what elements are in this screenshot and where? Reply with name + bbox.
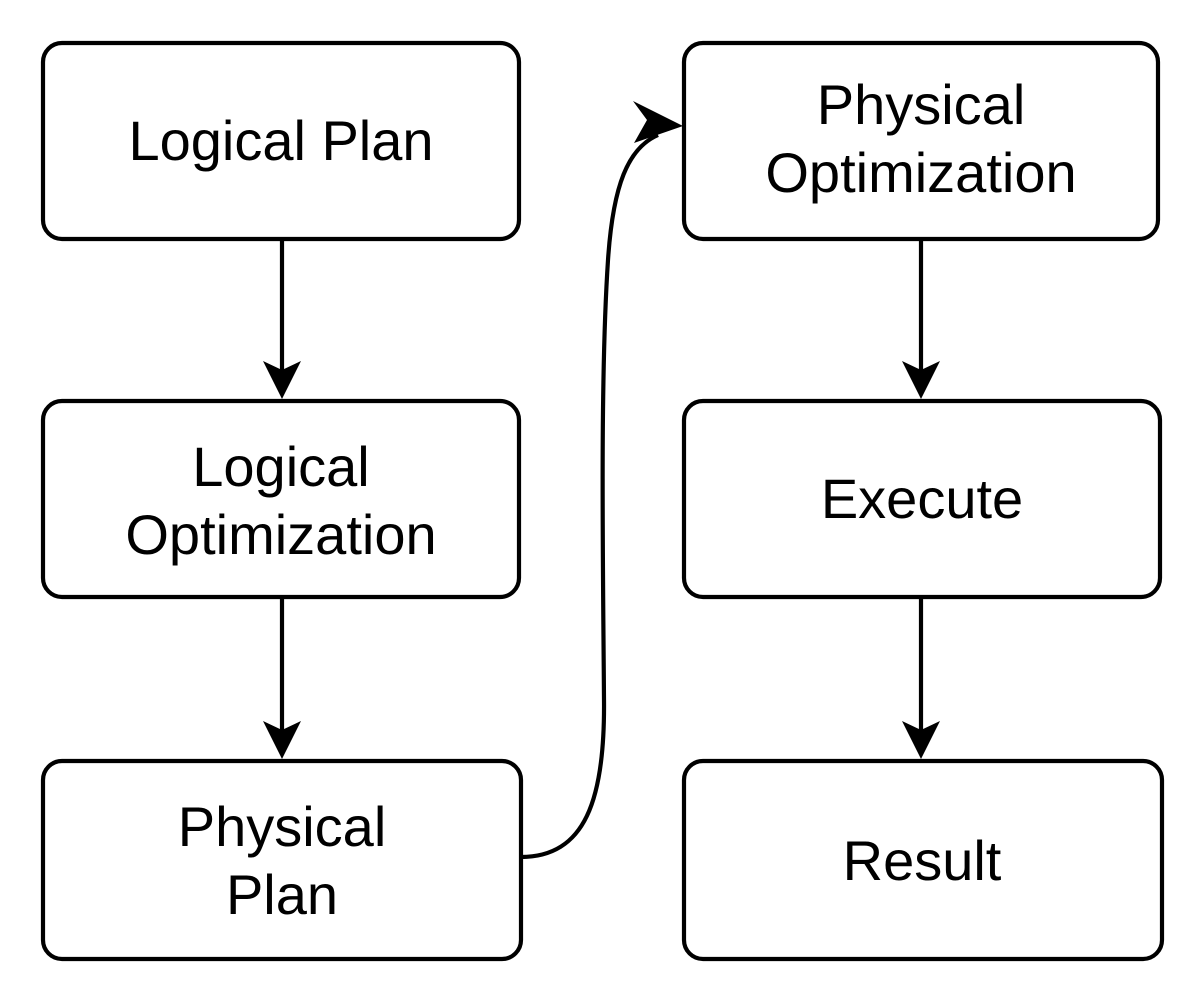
edge-5-arrowhead-icon bbox=[902, 721, 940, 759]
node-logical-plan-label-line-1: Logical Plan bbox=[128, 109, 433, 172]
node-execute-label-line-1: Execute bbox=[821, 467, 1023, 530]
edge-2-arrowhead-icon bbox=[263, 721, 301, 759]
edge-physical-plan-to-physical-optimization bbox=[520, 101, 683, 860]
edge-physical-optimization-to-execute bbox=[902, 239, 940, 399]
edge-1-arrowhead-icon bbox=[263, 361, 301, 399]
edge-logical-optimization-to-physical-plan bbox=[263, 597, 301, 759]
node-logical-optimization-label-line-1: Logical bbox=[192, 435, 369, 498]
node-physical-optimization[interactable]: Physical Optimization bbox=[681, 40, 1161, 242]
node-physical-plan-shape[interactable] bbox=[40, 758, 524, 962]
node-physical-optimization-label-line-2: Optimization bbox=[765, 141, 1076, 204]
node-logical-optimization-label-line-2: Optimization bbox=[125, 503, 436, 566]
node-logical-optimization-shape[interactable] bbox=[40, 398, 522, 600]
node-execute[interactable]: Execute bbox=[681, 398, 1163, 600]
node-result[interactable]: Result bbox=[681, 758, 1165, 962]
edge-logical-plan-to-logical-optimization bbox=[263, 239, 301, 399]
node-logical-plan[interactable]: Logical Plan bbox=[40, 40, 522, 242]
node-result-label-line-1: Result bbox=[843, 829, 1002, 892]
node-physical-plan[interactable]: Physical Plan bbox=[40, 758, 524, 962]
edge-3-arrowhead-icon bbox=[633, 101, 683, 143]
node-result-shape[interactable] bbox=[681, 758, 1165, 962]
edge-execute-to-result bbox=[902, 597, 940, 759]
node-logical-optimization[interactable]: Logical Optimization bbox=[40, 398, 522, 600]
node-physical-optimization-label-line-1: Physical bbox=[817, 73, 1026, 136]
node-physical-plan-label-line-1: Physical bbox=[178, 795, 387, 858]
edge-4-arrowhead-icon bbox=[902, 361, 940, 399]
edge-3-curve bbox=[520, 133, 659, 860]
node-physical-plan-label-line-2: Plan bbox=[226, 863, 338, 926]
